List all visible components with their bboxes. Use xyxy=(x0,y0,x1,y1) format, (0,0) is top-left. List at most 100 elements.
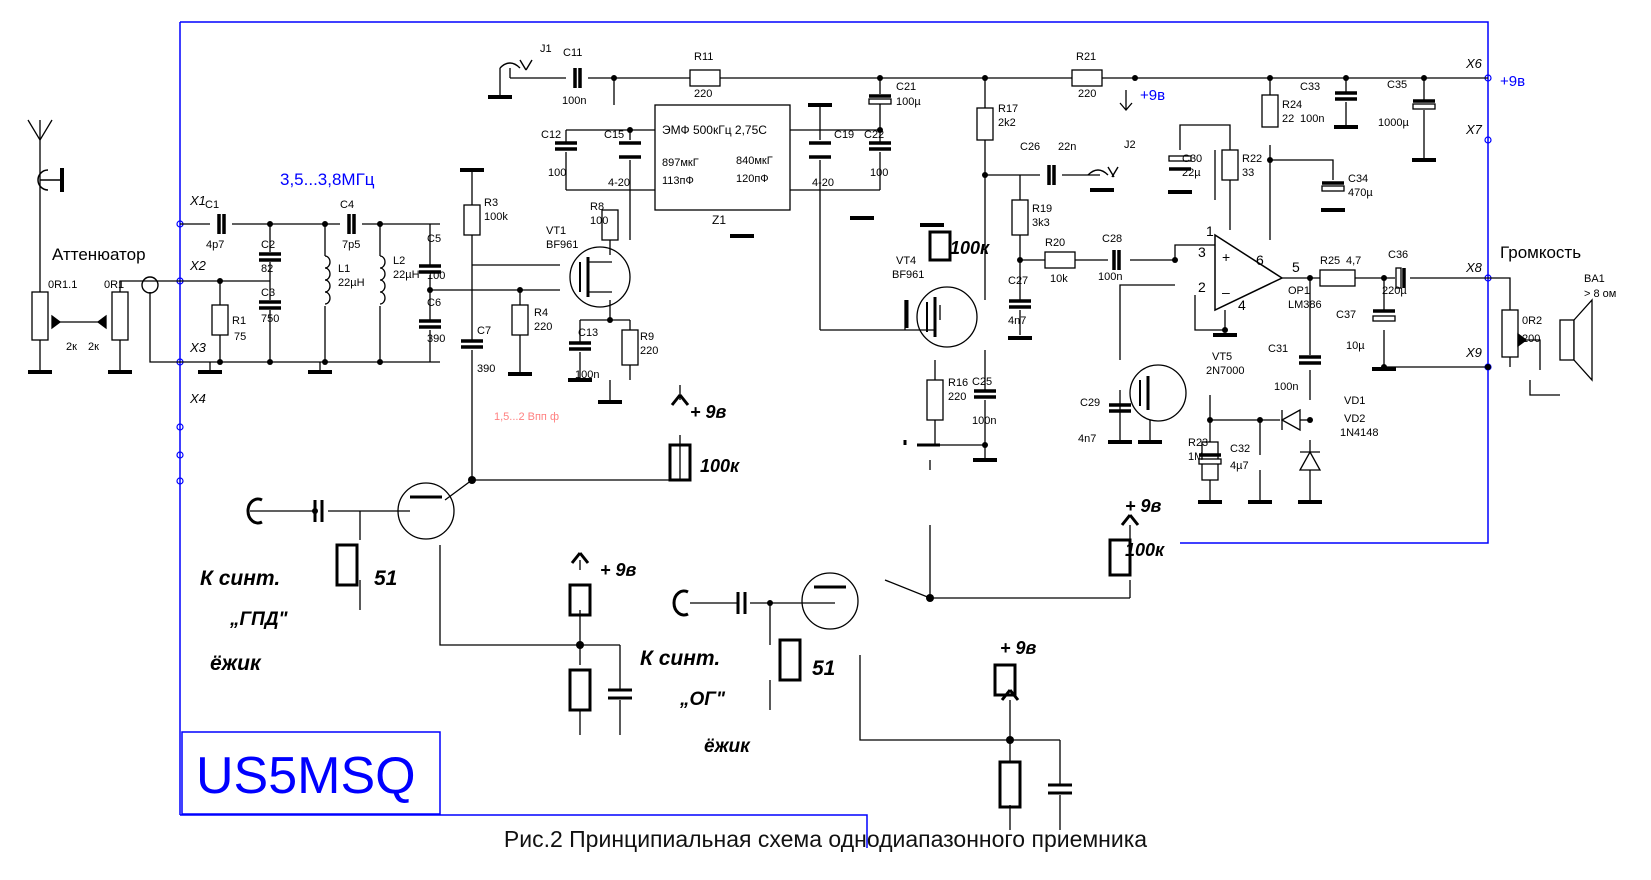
component-label: R25 xyxy=(1320,255,1340,267)
component-label: 10k xyxy=(1050,273,1068,285)
capacitor-symbols xyxy=(217,68,1435,457)
component-label: + 9в xyxy=(690,402,727,422)
component-label: 100n xyxy=(1300,113,1324,125)
component-label: ёжик xyxy=(704,736,751,757)
component-label: BA1 xyxy=(1584,273,1605,285)
inductor-symbols xyxy=(324,255,386,305)
component-label: 220 xyxy=(1078,88,1096,100)
component-label: R17 xyxy=(998,103,1018,115)
component-label: 100k xyxy=(484,211,508,223)
component-label: 3k3 xyxy=(1032,217,1050,229)
pin-2: 2 xyxy=(1198,279,1206,295)
component-label: L1 xyxy=(338,263,350,275)
component-label: 7p5 xyxy=(342,239,360,251)
ground-symbols xyxy=(28,95,1436,504)
port-x1: X1 xyxy=(189,193,206,208)
component-label: C33 xyxy=(1300,81,1320,93)
component-label: 10µ xyxy=(1346,340,1365,352)
component-label: 22n xyxy=(1058,141,1076,153)
component-label: „ОГ" xyxy=(679,689,726,710)
component-label: BF961 xyxy=(892,269,924,281)
supply-arrows xyxy=(1119,90,1133,111)
component-label: 4p7 xyxy=(206,239,224,251)
component-label: 220 xyxy=(948,391,966,403)
port-x2: X2 xyxy=(189,258,207,273)
volume-label: Громкость xyxy=(1500,243,1581,262)
component-label: 4n7 xyxy=(1008,315,1026,327)
component-label: 2N7000 xyxy=(1206,365,1245,377)
component-label: C6 xyxy=(427,297,441,309)
component-label: 390 xyxy=(477,363,495,375)
component-label: C2 xyxy=(261,239,275,251)
component-label: 1M xyxy=(1188,451,1203,463)
component-label: ёжик xyxy=(210,652,262,675)
resistor-symbols xyxy=(31,69,1519,481)
supply-label-right: +9в xyxy=(1500,73,1525,90)
component-label: 51 xyxy=(812,657,835,680)
pin-4: 4 xyxy=(1238,297,1246,313)
component-label: 100n xyxy=(972,415,996,427)
component-label: 22µ xyxy=(1182,167,1201,179)
component-label: 0R2 xyxy=(1522,315,1542,327)
port-x9: X9 xyxy=(1465,345,1482,360)
component-label: R24 xyxy=(1282,99,1302,111)
component-label: 100к xyxy=(1125,540,1165,560)
component-label: C35 xyxy=(1387,79,1407,91)
opamp-triangle xyxy=(1214,233,1284,312)
component-label: 1N4148 xyxy=(1340,427,1379,439)
component-label: 100µ xyxy=(896,96,921,108)
component-label: C27 xyxy=(1008,275,1028,287)
component-label: 100 xyxy=(870,167,888,179)
component-label: 750 xyxy=(261,313,279,325)
component-label: 4-20 xyxy=(812,177,834,189)
component-label: C4 xyxy=(340,199,354,211)
component-label: 0R1.1 xyxy=(48,279,77,291)
component-label: R23 xyxy=(1188,437,1208,449)
component-label: 22µH xyxy=(338,277,365,289)
component-label: OP1 xyxy=(1288,285,1310,297)
emf-l1: 897мкГ xyxy=(662,157,699,169)
component-label: 4-20 xyxy=(608,177,630,189)
attenuator-label: Аттенюатор xyxy=(52,245,146,264)
component-label: 4n7 xyxy=(1078,433,1096,445)
component-label: C36 xyxy=(1388,249,1408,261)
component-label: 100 xyxy=(590,215,608,227)
component-label: 0R1 xyxy=(104,279,124,291)
emf-l2: 840мкГ xyxy=(736,155,773,167)
component-label: C19 xyxy=(834,129,854,141)
component-label: C7 xyxy=(477,325,491,337)
component-label: R19 xyxy=(1032,203,1052,215)
component-label: VT4 xyxy=(896,255,916,267)
component-label: LM386 xyxy=(1288,299,1322,311)
component-label: + 9в xyxy=(1125,496,1162,516)
diode-symbols xyxy=(1280,408,1322,471)
component-label: + 9в xyxy=(600,560,637,580)
component-label: 82 xyxy=(261,263,273,275)
pin-5: 5 xyxy=(1292,259,1300,275)
component-label: C21 xyxy=(896,81,916,93)
component-label: C5 xyxy=(427,233,441,245)
component-label: 100к xyxy=(950,238,990,258)
component-label: 2к xyxy=(88,341,99,353)
component-label: C31 xyxy=(1268,343,1288,355)
band-label: 3,5...3,8МГц xyxy=(280,170,375,189)
opamp-plus: + xyxy=(1222,249,1230,265)
component-label: R22 xyxy=(1242,153,1262,165)
component-label: VD2 xyxy=(1344,413,1365,425)
component-label: R3 xyxy=(484,197,498,209)
component-label: 100n xyxy=(575,369,599,381)
component-label: 100 xyxy=(548,167,566,179)
component-label: J1 xyxy=(540,43,552,55)
component-label: R9 xyxy=(640,331,654,343)
pin-6: 6 xyxy=(1256,252,1264,268)
component-label: C12 xyxy=(541,129,561,141)
component-label: R1 xyxy=(232,315,246,327)
component-label: C25 xyxy=(972,376,992,388)
component-label: C13 xyxy=(578,327,598,339)
component-label: R4 xyxy=(534,307,548,319)
component-label: 220 xyxy=(534,321,552,333)
port-x3: X3 xyxy=(189,340,207,355)
pin-3: 3 xyxy=(1198,244,1206,260)
